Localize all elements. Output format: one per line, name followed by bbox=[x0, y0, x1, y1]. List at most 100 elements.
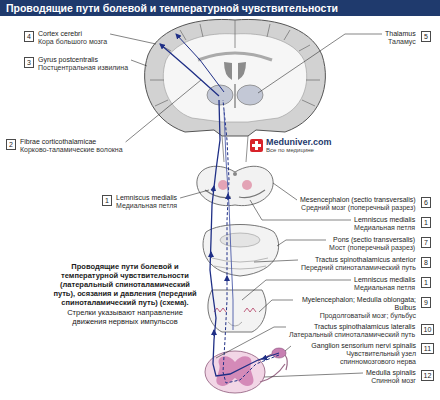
leader-line bbox=[110, 34, 156, 44]
latin-term: Lemniscus medialis bbox=[354, 216, 415, 224]
callout-number-box: 2 bbox=[6, 139, 16, 150]
leader-line bbox=[258, 34, 382, 93]
callout-number: 6 bbox=[424, 199, 428, 206]
title-band: Проводящие пути болевой и температурной … bbox=[0, 0, 440, 16]
callout-number: 9 bbox=[424, 299, 428, 306]
callout-number: 8 bbox=[424, 259, 428, 266]
callout-number-box: 12 bbox=[421, 370, 434, 381]
callout-number-box: 10 bbox=[421, 324, 434, 335]
callout-number-box: 11 bbox=[421, 343, 434, 354]
midbrain-outline bbox=[197, 166, 273, 205]
watermark-slogan: Все по медицине bbox=[266, 147, 332, 154]
caption-text: Проводящие пути болевой и температурной … bbox=[52, 262, 198, 307]
callout-number: 4 bbox=[27, 33, 31, 40]
callout-label: Tractus spinothalamicus anteriorПередний… bbox=[301, 256, 416, 272]
direction-arrow bbox=[228, 194, 229, 200]
russian-term: Спинной мозг bbox=[366, 377, 416, 385]
callout-number-box: 9 bbox=[421, 297, 431, 308]
leader-line bbox=[254, 260, 298, 262]
callout-label: Myelencephalon; Medulla oblongata; Bulbu… bbox=[296, 296, 416, 320]
russian-term: Медиальная петля bbox=[116, 202, 177, 210]
cerebral-cortex bbox=[145, 19, 326, 136]
leader-line bbox=[264, 373, 363, 377]
medial-lemniscus bbox=[224, 110, 233, 330]
pons-section bbox=[203, 225, 279, 277]
callout-number-box: 7 bbox=[421, 237, 431, 248]
russian-term: Медиальная петля bbox=[354, 284, 415, 292]
callout-number-box: 1 bbox=[421, 277, 431, 288]
lateral-ventricle bbox=[224, 62, 246, 80]
callout-label: Lemniscus medialisМедиальная петля bbox=[354, 216, 415, 232]
spinal-nerve bbox=[285, 355, 287, 370]
leader-line bbox=[277, 240, 326, 246]
latin-term: Cortex cerebri bbox=[38, 30, 107, 38]
callout-label: Gyrus postcentralisПостцентральная извил… bbox=[38, 56, 128, 72]
aqueduct bbox=[233, 172, 237, 176]
callout-label: Medulla spinalisСпинной мозг bbox=[366, 369, 416, 385]
watermark-text: Meduniver.com bbox=[266, 137, 332, 147]
latin-term: Medulla spinalis bbox=[366, 369, 416, 377]
logo-icon bbox=[250, 139, 263, 152]
callout-label: ThalamusТаламус bbox=[385, 30, 416, 46]
callout-number: 3 bbox=[27, 59, 31, 66]
leader-line bbox=[285, 346, 291, 351]
midbrain-section bbox=[197, 166, 273, 205]
callout-number-box: 3 bbox=[24, 57, 34, 68]
red-nucleus bbox=[242, 180, 252, 190]
callout-label: Cortex cerebriКора большого мозга bbox=[38, 30, 107, 46]
thalamocortical-fibres bbox=[176, 34, 224, 92]
callout-label: Ganglion sensorium nervi spinalisЧувстви… bbox=[294, 342, 416, 366]
direction-arrow bbox=[213, 186, 214, 192]
latin-term: Lemniscus medialis bbox=[116, 194, 177, 202]
callout-number-box: 6 bbox=[421, 197, 431, 208]
callout-number: 12 bbox=[424, 372, 432, 379]
latin-term: Gyrus postcentralis bbox=[38, 56, 128, 64]
russian-term: Передний спиноталамический путь bbox=[301, 264, 416, 272]
direction-arrow bbox=[227, 276, 228, 282]
latin-term: Mesencephalon (sectio transversalis) bbox=[300, 196, 416, 204]
red-nucleus bbox=[218, 180, 228, 190]
callout-number-box: 1 bbox=[421, 217, 431, 228]
latin-term: Myelencephalon; Medulla oblongata; Bulbu… bbox=[296, 296, 416, 312]
latin-term: Thalamus bbox=[385, 30, 416, 38]
russian-term: Таламус bbox=[385, 38, 416, 46]
callout-number: 1 bbox=[105, 197, 109, 204]
pons-outline bbox=[203, 225, 279, 277]
leader-line bbox=[126, 80, 201, 142]
pons-tegmentum bbox=[220, 233, 260, 247]
latin-term: Fibrae corticothalamicae bbox=[20, 138, 123, 146]
thalamus bbox=[237, 85, 263, 105]
callout-label: Lemniscus medialisМедиальная петля bbox=[354, 276, 415, 292]
callout-label: Fibrae corticothalamicaeКорково-таламиче… bbox=[20, 138, 123, 154]
callout-number: 2 bbox=[9, 141, 13, 148]
direction-arrow bbox=[210, 252, 211, 258]
leader-line bbox=[131, 60, 147, 66]
leader-line bbox=[180, 190, 209, 198]
leader-line bbox=[273, 183, 297, 200]
callout-label: Lemniscus medialisМедиальная петля bbox=[116, 194, 177, 210]
medulla-outline bbox=[208, 290, 266, 332]
callout-label: Mesencephalon (sectio transversalis)Сред… bbox=[300, 196, 416, 212]
leader-line bbox=[259, 300, 293, 312]
callout-number-box: 8 bbox=[421, 257, 431, 268]
title-text: Проводящие пути болевой и температурной … bbox=[0, 0, 440, 16]
callout-number-box: 4 bbox=[24, 31, 34, 42]
callout-number: 10 bbox=[424, 326, 432, 333]
direction-arrow bbox=[262, 357, 268, 359]
pyramids bbox=[228, 322, 242, 326]
pathways bbox=[160, 34, 279, 383]
note-text: Стрелки указывают направление движения н… bbox=[52, 308, 198, 326]
callout-number-box: 1 bbox=[102, 195, 112, 206]
callout-number: 1 bbox=[424, 219, 428, 226]
latin-term: Tractus spinothalamicus lateralis bbox=[289, 323, 415, 331]
corpus-callosum bbox=[198, 53, 272, 60]
thalamocortical-fibres bbox=[160, 44, 219, 96]
russian-term: Латеральный спиноталамический путь bbox=[289, 331, 415, 339]
russian-term: Кора большого мозга bbox=[38, 38, 107, 46]
latin-term: Tractus spinothalamicus anterior bbox=[301, 256, 416, 264]
callout-label: Tractus spinothalamicus lateralisЛатерал… bbox=[289, 323, 415, 339]
russian-term: Постцентральная извилина bbox=[38, 64, 128, 72]
russian-term: Корково-таламические волокна bbox=[20, 146, 123, 154]
caption-block: Проводящие пути болевой и температурной … bbox=[52, 262, 198, 326]
